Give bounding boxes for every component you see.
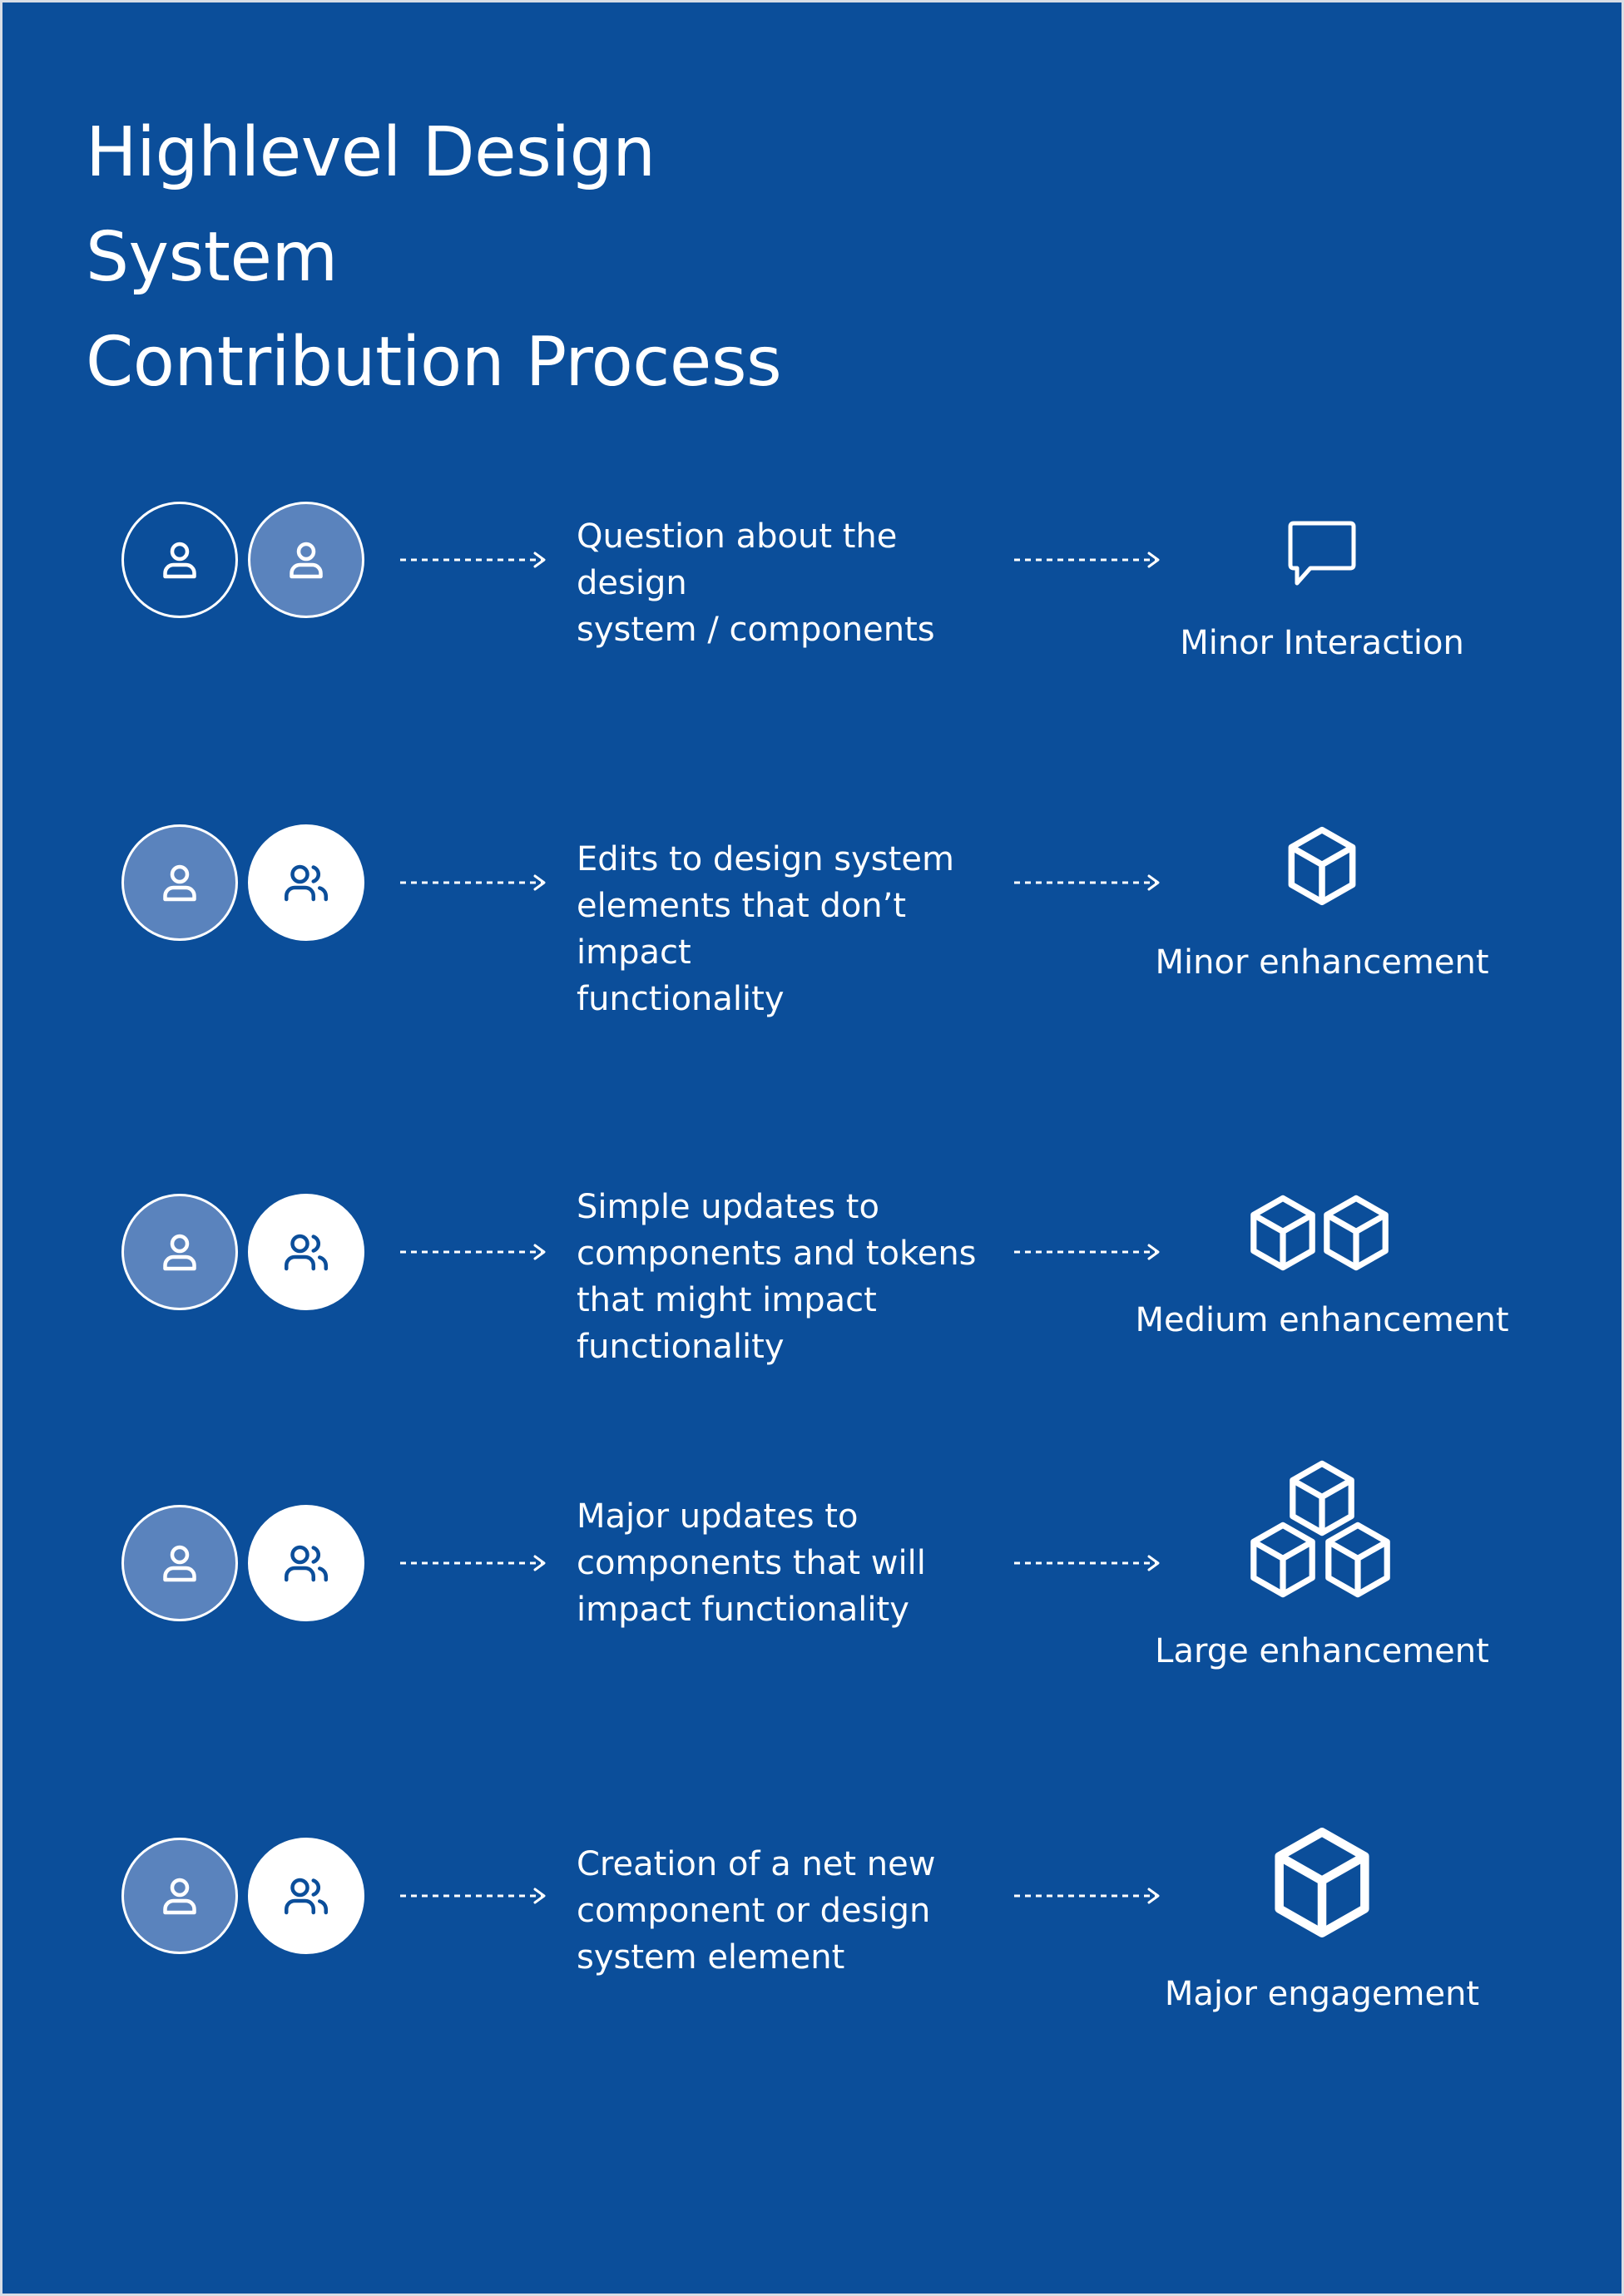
- dashed-arrow-icon: [1011, 543, 1164, 576]
- dashed-arrow-icon: [397, 543, 550, 576]
- light-user-icon: [248, 502, 364, 618]
- white-users-icon: [248, 1505, 364, 1621]
- row-description: Creation of a net new component or desig…: [577, 1845, 936, 1977]
- outcome-label: Minor enhancement: [1155, 943, 1489, 982]
- dashed-arrow-icon: [1011, 1235, 1164, 1269]
- row-description: Question about the design system / compo…: [577, 517, 935, 649]
- page-title: Highlevel Design System Contribution Pro…: [86, 113, 782, 402]
- chat-bubble-icon: [1181, 502, 1463, 635]
- large-cube-icon: [1181, 1838, 1463, 1971]
- dashed-arrow-icon: [397, 1235, 550, 1269]
- light-user-icon: [121, 824, 238, 941]
- user-icon: [155, 858, 205, 908]
- outcome-label: Medium enhancement: [1135, 1301, 1509, 1339]
- white-users-icon: [248, 1194, 364, 1310]
- dashed-arrow-icon: [1011, 866, 1164, 899]
- outline-user-icon: [121, 502, 238, 618]
- light-user-icon: [121, 1838, 238, 1954]
- row-description: Edits to design system elements that don…: [577, 840, 954, 1018]
- dashed-arrow-icon: [1011, 1546, 1164, 1580]
- cube-icon: [1181, 824, 1463, 957]
- dashed-arrow-icon: [397, 1879, 550, 1913]
- users-icon: [281, 1538, 331, 1588]
- outcome-label: Minor Interaction: [1180, 624, 1464, 662]
- users-icon: [281, 1871, 331, 1921]
- row-description: Simple updates to components and tokens …: [577, 1188, 977, 1366]
- dashed-arrow-icon: [397, 866, 550, 899]
- white-users-icon: [248, 1838, 364, 1954]
- user-icon: [155, 535, 205, 585]
- light-user-icon: [121, 1505, 238, 1621]
- users-icon: [281, 1227, 331, 1277]
- user-icon: [155, 1227, 205, 1277]
- dashed-arrow-icon: [1011, 1879, 1164, 1913]
- user-icon: [155, 1538, 205, 1588]
- white-users-icon: [248, 824, 364, 941]
- outcome-label: Major engagement: [1164, 1975, 1480, 2013]
- dashed-arrow-icon: [397, 1546, 550, 1580]
- three-cubes-icon: [1181, 1505, 1463, 1638]
- outcome-label: Large enhancement: [1155, 1632, 1489, 1670]
- user-icon: [155, 1871, 205, 1921]
- user-icon: [281, 535, 331, 585]
- light-user-icon: [121, 1194, 238, 1310]
- row-description: Major updates to components that will im…: [577, 1497, 926, 1629]
- users-icon: [281, 858, 331, 908]
